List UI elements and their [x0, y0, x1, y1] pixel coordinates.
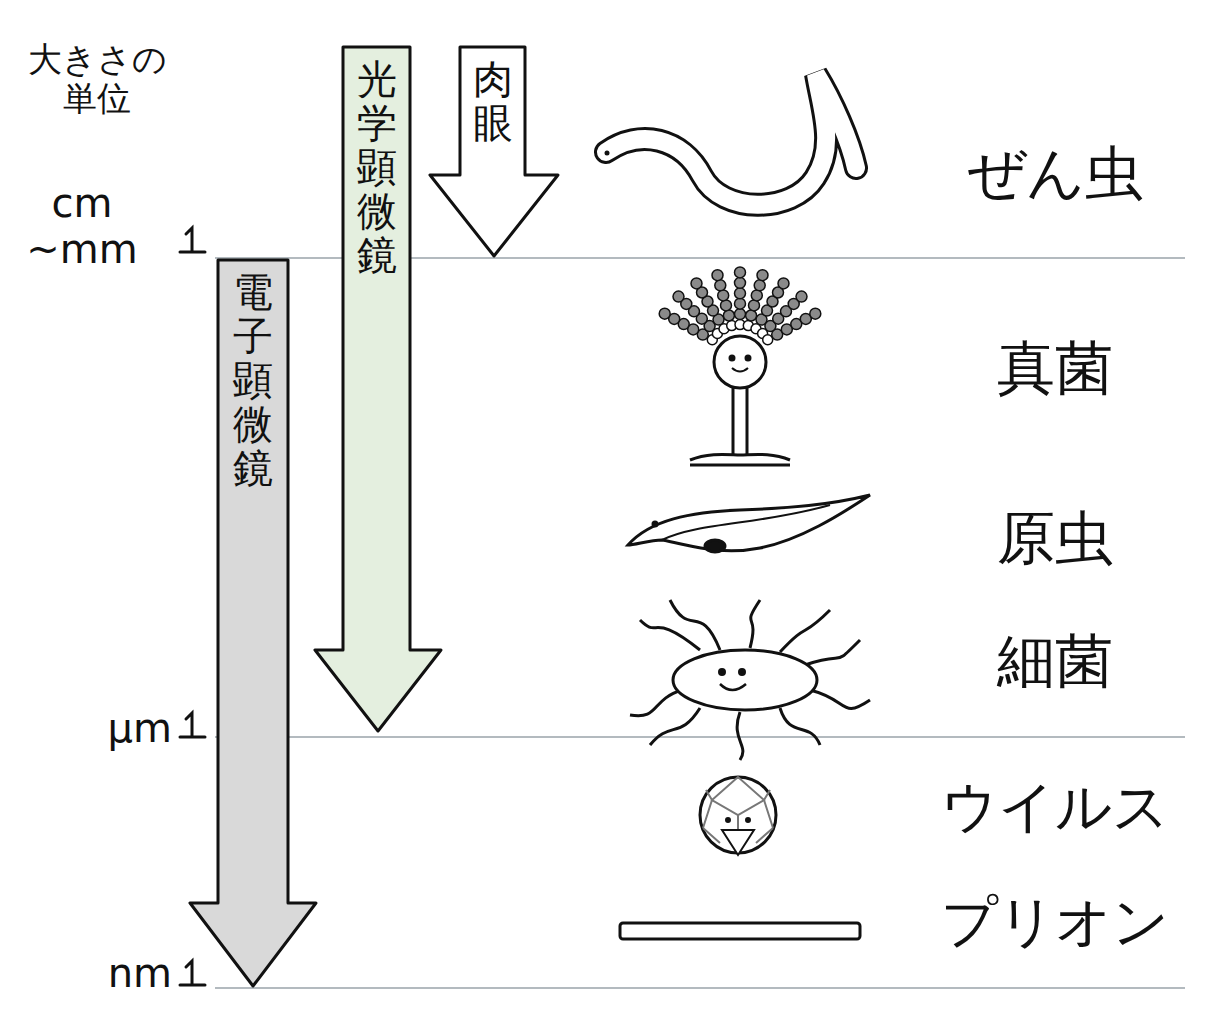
- conidium: [735, 288, 746, 299]
- conidium: [723, 310, 734, 321]
- electron-microscope-arrow: 電子顕微鏡: [188, 258, 318, 988]
- conidium: [718, 290, 729, 301]
- conidium: [757, 270, 768, 281]
- organism-name: ウイルス: [905, 775, 1205, 839]
- scale-unit: nm: [62, 950, 172, 996]
- arrow-outline: [430, 47, 558, 256]
- scale-unit: cm ~mm: [22, 180, 142, 272]
- conidium: [715, 280, 726, 291]
- arrow-label: 肉眼: [473, 57, 513, 145]
- conidium: [735, 298, 746, 309]
- organism-name: 原虫: [925, 505, 1185, 572]
- naked-eye-arrow: 肉眼: [428, 45, 560, 258]
- helminth-worm: [605, 74, 857, 205]
- conidium: [735, 309, 746, 320]
- conidium: [754, 280, 765, 291]
- unit-heading: 大きさの 単位: [22, 40, 172, 118]
- organism-name: 真菌: [925, 335, 1185, 402]
- arrow-label: 電子顕微鏡: [233, 270, 273, 490]
- conidium: [796, 291, 807, 302]
- arrow-outline: [315, 47, 441, 731]
- conidium: [751, 290, 762, 301]
- light-microscope-arrow: 光学顕微鏡: [313, 45, 443, 733]
- conidium: [746, 310, 757, 321]
- bacterium: [630, 600, 870, 760]
- conidium: [735, 267, 746, 278]
- virus: [700, 777, 776, 855]
- organism-name: 細菌: [925, 628, 1185, 695]
- conidium: [810, 308, 821, 319]
- scale-unit: μm: [62, 705, 172, 751]
- arrow-outline: [190, 260, 316, 986]
- conidium: [673, 291, 684, 302]
- conidium: [659, 308, 670, 319]
- conidium: [691, 278, 702, 289]
- and-above-symbols: [180, 228, 205, 985]
- fungus: [659, 267, 821, 465]
- arrow-label: 光学顕微鏡: [357, 57, 397, 277]
- organism-name: プリオン: [905, 890, 1205, 954]
- conidium: [778, 278, 789, 289]
- protozoan: [628, 495, 870, 552]
- prion: [620, 923, 860, 939]
- conidium: [712, 270, 723, 281]
- organism-name: ぜん虫: [925, 140, 1185, 207]
- conidium: [735, 277, 746, 288]
